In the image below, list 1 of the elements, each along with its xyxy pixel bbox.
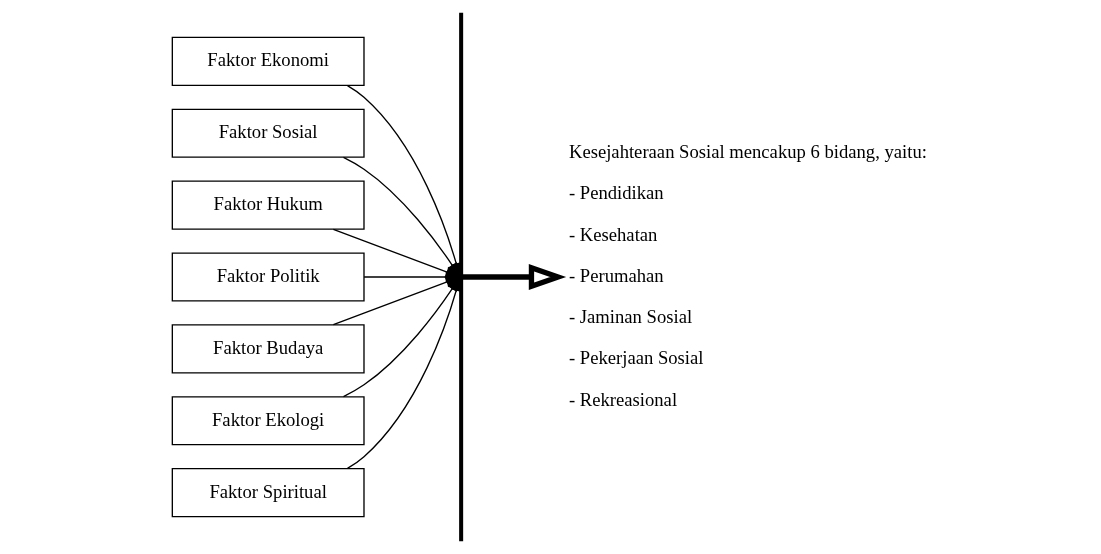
node-text: Kesejahteraan Sosial mencakup 6 bidang, yaitu: - Pendidikan - Kesehatan - Perumahan - Jaminan Sosial - Pekerjaan Sosial - Rekreasional [568, 141, 927, 410]
